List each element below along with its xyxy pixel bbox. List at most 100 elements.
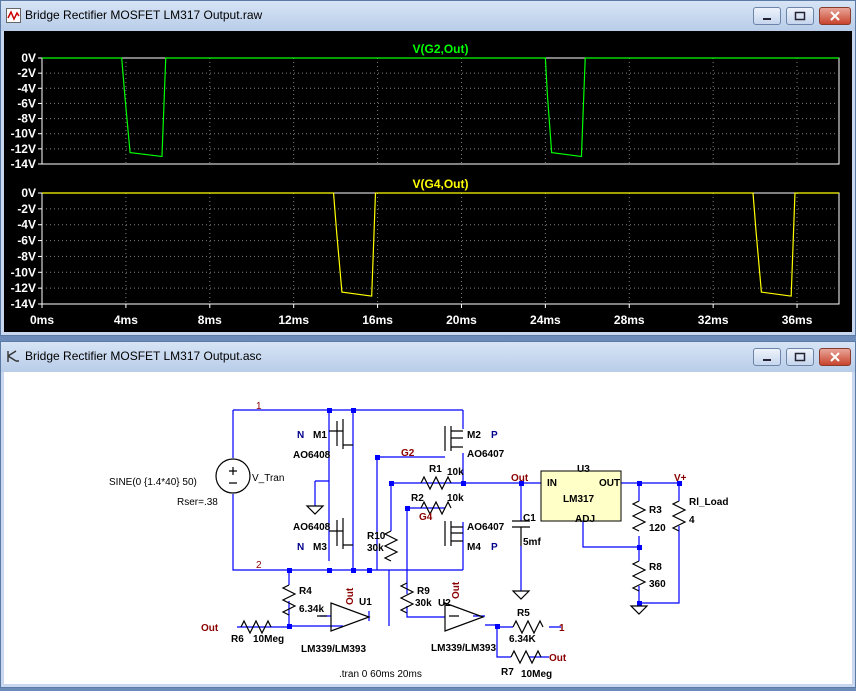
r10-value: 30k bbox=[367, 543, 384, 554]
m2-model: AO6407 bbox=[467, 449, 505, 460]
schematic-window-titlebar[interactable]: Bridge Rectifier MOSFET LM317 Output.asc bbox=[1, 342, 855, 372]
plot-window-title: Bridge Rectifier MOSFET LM317 Output.raw bbox=[25, 8, 263, 22]
u1-supply-label: Out bbox=[345, 587, 356, 605]
node-1-label: 1 bbox=[256, 401, 262, 412]
node-2-label: 2 bbox=[256, 560, 262, 571]
m4-type: P bbox=[491, 542, 498, 553]
c1-ref: C1 bbox=[523, 513, 536, 524]
x-tick-label: 36ms bbox=[782, 313, 813, 327]
node-g4-label: G4 bbox=[419, 512, 433, 523]
y-tick-label: -6V bbox=[17, 234, 36, 248]
minimize-icon bbox=[763, 18, 771, 20]
x-tick-label: 32ms bbox=[698, 313, 729, 327]
y-tick-label: -14V bbox=[11, 157, 36, 171]
rload-ref: Rl_Load bbox=[689, 497, 728, 508]
r6-out-label: Out bbox=[201, 623, 219, 634]
u3-pin-out: OUT bbox=[599, 478, 620, 489]
r1-ref: R1 bbox=[429, 464, 442, 475]
node-vplus-label: V+ bbox=[674, 473, 687, 484]
y-tick-label: 0V bbox=[21, 51, 36, 65]
u3-pin-in: IN bbox=[547, 478, 557, 489]
u2-supply-label: Out bbox=[451, 581, 462, 599]
trace-line bbox=[42, 192, 839, 297]
r7-out-label: Out bbox=[549, 653, 567, 664]
node-out-label: Out bbox=[511, 473, 529, 484]
y-tick-label: -2V bbox=[17, 202, 36, 216]
r7-value: 10Meg bbox=[521, 669, 552, 680]
u3-pin-adj: ADJ bbox=[575, 514, 595, 525]
plot-window[interactable]: Bridge Rectifier MOSFET LM317 Output.raw… bbox=[0, 0, 856, 336]
m3-type: N bbox=[297, 542, 304, 553]
close-button[interactable] bbox=[819, 7, 851, 25]
maximize-button[interactable] bbox=[786, 7, 814, 25]
vtran-ref: V_Tran bbox=[252, 473, 284, 484]
r9-ref: R9 bbox=[417, 586, 430, 597]
m1-type: N bbox=[297, 430, 304, 441]
vtran-rser: Rser=.38 bbox=[177, 497, 218, 508]
maximize-button[interactable] bbox=[786, 348, 814, 366]
m3-model: AO6408 bbox=[293, 522, 331, 533]
r6-ref: R6 bbox=[231, 634, 244, 645]
plot-title: V(G4,Out) bbox=[413, 177, 469, 191]
u1-ref: U1 bbox=[359, 597, 372, 608]
r2-ref: R2 bbox=[411, 493, 424, 504]
close-icon bbox=[830, 352, 840, 362]
u3-model: LM317 bbox=[563, 494, 595, 505]
y-tick-label: -4V bbox=[17, 218, 36, 232]
m2-ref: M2 bbox=[467, 430, 481, 441]
components bbox=[215, 419, 687, 665]
y-tick-label: -14V bbox=[11, 297, 36, 311]
m1-model: AO6408 bbox=[293, 450, 331, 461]
r8-value: 360 bbox=[649, 579, 666, 590]
wires bbox=[232, 409, 680, 658]
c1-value: 5mf bbox=[523, 537, 541, 548]
minimize-button[interactable] bbox=[753, 7, 781, 25]
waveform-app-icon bbox=[6, 8, 21, 23]
x-tick-label: 24ms bbox=[530, 313, 561, 327]
plot-title: V(G2,Out) bbox=[413, 42, 469, 56]
r2-value: 10k bbox=[447, 493, 464, 504]
y-tick-label: -12V bbox=[11, 281, 36, 295]
waveform-plots[interactable]: 0V-2V-4V-6V-8V-10V-12V-14VV(G2,Out)0V-2V… bbox=[4, 31, 852, 333]
vtran-value: SINE(0 {1.4*40} 50) bbox=[109, 477, 197, 488]
y-tick-label: -6V bbox=[17, 96, 36, 110]
lm317-body bbox=[540, 470, 622, 522]
m4-model: AO6407 bbox=[467, 522, 505, 533]
r10-ref: R10 bbox=[367, 531, 386, 542]
r5-ref: R5 bbox=[517, 608, 530, 619]
tran-directive: .tran 0 60ms 20ms bbox=[339, 669, 422, 680]
y-tick-label: 0V bbox=[21, 186, 36, 200]
plot-frame bbox=[41, 192, 840, 305]
maximize-icon bbox=[794, 352, 806, 362]
trace-line bbox=[42, 57, 839, 158]
plot-window-titlebar[interactable]: Bridge Rectifier MOSFET LM317 Output.raw bbox=[1, 1, 855, 31]
y-tick-label: -2V bbox=[17, 66, 36, 80]
schematic-window-title: Bridge Rectifier MOSFET LM317 Output.asc bbox=[25, 349, 262, 363]
close-icon bbox=[830, 11, 840, 21]
x-tick-label: 4ms bbox=[114, 313, 138, 327]
y-tick-label: -4V bbox=[17, 81, 36, 95]
minimize-button[interactable] bbox=[753, 348, 781, 366]
y-tick-label: -10V bbox=[11, 127, 36, 141]
r8-ref: R8 bbox=[649, 562, 662, 573]
x-tick-label: 0ms bbox=[30, 313, 54, 327]
u1-model: LM339/LM393 bbox=[301, 644, 366, 655]
u3-ref: U3 bbox=[577, 464, 590, 475]
r6-value: 10Meg bbox=[253, 634, 284, 645]
r4-ref: R4 bbox=[299, 586, 312, 597]
r4-value: 6.34k bbox=[299, 604, 324, 615]
x-tick-label: 12ms bbox=[278, 313, 309, 327]
m3-ref: M3 bbox=[313, 542, 327, 553]
u2-model: LM339/LM393 bbox=[431, 643, 496, 654]
plot-frame bbox=[41, 57, 840, 165]
y-tick-label: -8V bbox=[17, 249, 36, 263]
m1-ref: M1 bbox=[313, 430, 327, 441]
r5-value: 6.34K bbox=[509, 634, 536, 645]
r9-value: 30k bbox=[415, 598, 432, 609]
schematic-window[interactable]: Bridge Rectifier MOSFET LM317 Output.asc bbox=[0, 341, 856, 688]
close-button[interactable] bbox=[819, 348, 851, 366]
r7-ref: R7 bbox=[501, 667, 514, 678]
schematic-canvas[interactable]: 1 2 G2 G4 Out V+ N M1 AO6408 M2 P AO6407… bbox=[4, 372, 852, 684]
schematic-drawing[interactable]: 1 2 G2 G4 Out V+ N M1 AO6408 M2 P AO6407… bbox=[4, 372, 852, 686]
